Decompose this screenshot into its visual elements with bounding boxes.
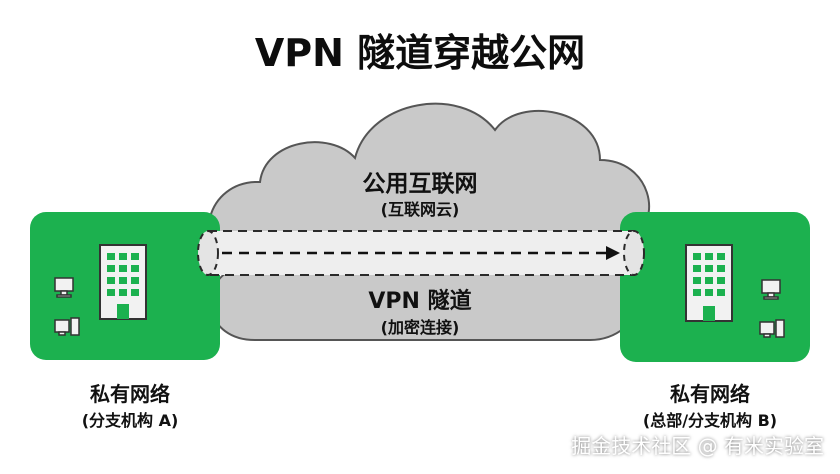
desktop-computer-icon [54,317,80,336]
right-site-name: 私有网络 [670,382,750,406]
left-site-name: 私有网络 [90,382,170,406]
right-site-subtitle: (总部/分支机构 B) [642,411,778,430]
desktop-computer-icon [759,319,785,338]
diagram-title: VPN 隧道穿越公网 [254,31,586,75]
tunnel-sublabel: (加密连接) [380,318,460,337]
desktop-monitor-icon [761,279,781,300]
tunnel-arrowhead [606,246,620,260]
vpn-tunnel [197,230,645,276]
cloud-sublabel: (互联网云) [380,200,460,219]
desktop-monitor-icon [54,277,74,298]
tunnel-right-end [623,230,645,276]
watermark-text: 掘金技术社区 @ 有米实验室 [571,434,824,458]
cloud-label: 公用互联网 [362,171,478,197]
tunnel-label: VPN 隧道 [368,289,472,314]
building-icon [685,244,733,322]
left-site [30,212,220,360]
tunnel-left-end [197,230,219,276]
left-site-subtitle: (分支机构 A) [81,411,179,430]
right-site [620,212,810,362]
building-icon [99,244,147,320]
